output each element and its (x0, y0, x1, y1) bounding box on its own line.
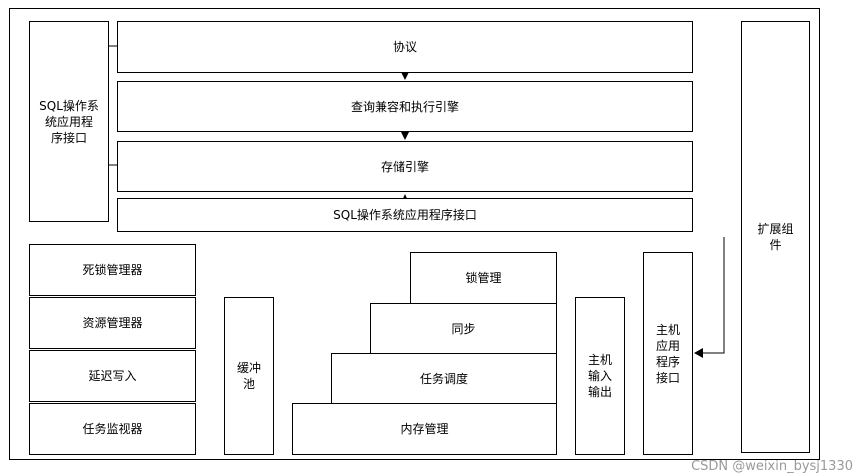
resource-manager-box: 资源管理器 (29, 297, 196, 349)
host-io-line1: 主机 (587, 353, 612, 367)
query-engine-label: 查询兼容和执行引擎 (350, 99, 459, 114)
deadlock-manager-label: 死锁管理器 (82, 263, 143, 277)
task-scheduling-box: 任务调度 (331, 353, 557, 404)
storage-engine-label: 存储引擎 (380, 159, 429, 174)
diagram-frame (9, 8, 820, 460)
host-api-line2: 应用 (655, 338, 680, 353)
memory-management-label: 内存管理 (400, 422, 449, 436)
arrow-query-storage-head (400, 130, 410, 140)
extensions-line1: 扩展组 (757, 222, 794, 236)
lazy-writer-label: 延迟写入 (88, 369, 137, 383)
storage-engine-box: 存储引擎 (117, 141, 693, 192)
sql-os-api-left-box: SQL操作系 统应用程 序接口 (29, 21, 109, 222)
memory-management-box: 内存管理 (292, 403, 557, 455)
sql-os-api-left-line2: 统应用程 (44, 114, 93, 129)
sql-os-api-left-line1: SQL操作系 (39, 98, 99, 113)
buffer-pool-line1: 缓冲 (236, 361, 261, 375)
host-api-box: 主机 应用 程序 接口 (643, 252, 693, 455)
connector-extensions-hostapi (703, 237, 725, 354)
sql-os-api-bottom-label: SQL操作系统应用程序接口 (333, 208, 477, 222)
protocol-label: 协议 (392, 40, 417, 54)
host-io-line2: 输入 (587, 369, 612, 383)
query-engine-box: 查询兼容和执行引擎 (117, 81, 693, 132)
lock-management-box: 锁管理 (410, 252, 557, 304)
protocol-box: 协议 (117, 21, 693, 73)
extensions-box: 扩展组 件 (741, 21, 810, 453)
sync-box: 同步 (370, 303, 557, 354)
csdn-watermark: CSDN @weixin_bysj1330 (691, 459, 853, 474)
host-io-line3: 输出 (587, 385, 612, 399)
lock-management-label: 锁管理 (465, 271, 502, 285)
task-monitor-label: 任务监视器 (82, 422, 143, 436)
sql-os-api-left-line3: 序接口 (50, 130, 87, 145)
arrow-extensions-hostapi-head (694, 348, 703, 358)
buffer-pool-line2: 池 (242, 377, 255, 391)
host-api-line1: 主机 (655, 322, 680, 337)
host-api-line4: 接口 (655, 370, 680, 385)
deadlock-manager-box: 死锁管理器 (29, 244, 196, 296)
resource-manager-label: 资源管理器 (82, 316, 143, 330)
sync-label: 同步 (451, 321, 476, 336)
host-io-box: 主机 输入 输出 (575, 297, 625, 455)
buffer-pool-box: 缓冲 池 (224, 297, 274, 455)
lazy-writer-box: 延迟写入 (29, 350, 196, 402)
task-monitor-box: 任务监视器 (29, 403, 196, 455)
extensions-line2: 件 (769, 238, 782, 252)
task-scheduling-label: 任务调度 (419, 371, 468, 386)
sql-os-api-bottom-box: SQL操作系统应用程序接口 (117, 198, 693, 232)
host-api-line3: 程序 (655, 354, 680, 369)
